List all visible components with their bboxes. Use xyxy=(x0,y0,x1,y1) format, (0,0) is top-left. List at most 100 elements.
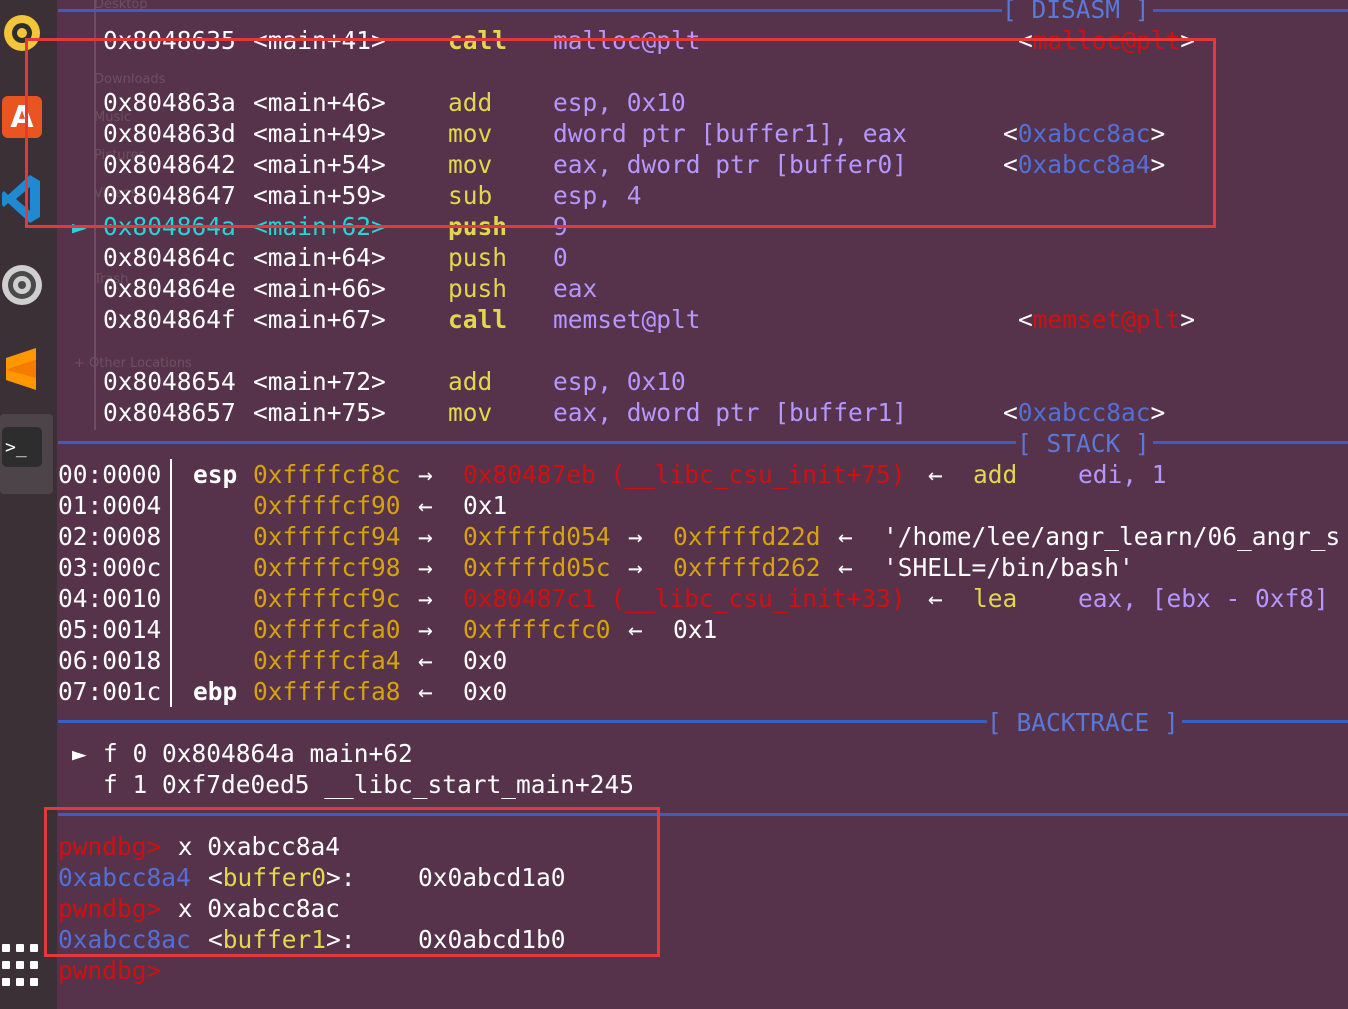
instruction-operands: esp, 4 xyxy=(553,181,642,210)
stack-arrow: → xyxy=(418,522,433,551)
stack-separator-left xyxy=(58,441,1016,444)
console-separator xyxy=(58,813,1348,816)
instruction-address: 0x804863a xyxy=(103,88,236,117)
console-command: x 0xabcc8a4 xyxy=(163,832,341,861)
console-line: pwndbg> xyxy=(58,955,1348,986)
stack-offset: 00:0000 xyxy=(58,460,162,489)
pwndbg-prompt: pwndbg> xyxy=(58,832,162,861)
instruction-mnemonic: add xyxy=(448,88,493,117)
console-line: 0xabcc8a4<buffer0>:0x0abcd1a0 xyxy=(58,862,1348,893)
stack-string: '/home/lee/angr_learn/06_angr_s xyxy=(883,522,1341,551)
stack-divider xyxy=(170,521,172,552)
stack-divider xyxy=(170,645,172,676)
stack-divider xyxy=(170,583,172,614)
stack-offset: 04:0010 xyxy=(58,584,162,613)
stack-arrow: ← xyxy=(838,553,853,582)
stack-arrow: ← xyxy=(418,677,433,706)
disasm-highlight-box xyxy=(25,38,1216,228)
ghost-music: Music xyxy=(94,110,131,125)
backtrace-frame-text: f 1 0xf7de0ed5 __libc_start_main+245 xyxy=(103,770,635,799)
stack-value: 0xffffd054 xyxy=(463,522,611,551)
stack-arrow: ← xyxy=(928,460,943,489)
instruction-reference-value: memset@plt xyxy=(1032,305,1181,334)
console-line: 0xabcc8ac<buffer1>:0x0abcd1b0 xyxy=(58,924,1348,955)
instruction-operands: 0 xyxy=(553,243,568,272)
console-line: pwndbg> x 0xabcc8a4 xyxy=(58,831,1348,862)
stack-arrow: ← xyxy=(928,584,943,613)
stack-string: 'SHELL=/bin/bash' xyxy=(883,553,1134,582)
memory-symbol-name: buffer1 xyxy=(222,925,327,954)
stack-value: 0xffffd05c xyxy=(463,553,611,582)
ghost-other-locations: + Other Locations xyxy=(74,356,192,371)
instruction-address: 0x8048657 xyxy=(103,398,236,427)
backtrace-current-marker: ► xyxy=(72,739,87,768)
console-highlight-box xyxy=(44,807,660,957)
instruction-address: 0x8048642 xyxy=(103,150,236,179)
stack-arrow: → xyxy=(418,584,433,613)
sublime-text-icon[interactable] xyxy=(0,340,44,398)
instruction-operands: esp, 0x10 xyxy=(553,88,686,117)
stack-address: 0xffffcfa4 xyxy=(253,646,401,675)
stack-separator-right xyxy=(1153,441,1348,444)
instruction-symbol: <main+64> xyxy=(253,243,386,272)
memory-symbol: <buffer1>: xyxy=(208,925,356,954)
ghost-trash: Trash xyxy=(94,272,129,287)
instruction-reference: <0xabcc8ac> xyxy=(1003,398,1166,427)
backtrace-separator-right xyxy=(1182,720,1348,723)
instruction-address: 0x8048647 xyxy=(103,181,236,210)
background-sidebar-ghost: Desktop Downloads Music Pictures Videos … xyxy=(58,0,244,430)
stack-title: STACK xyxy=(1046,429,1121,458)
backtrace-separator-left xyxy=(58,720,987,723)
stack-arrow: ← xyxy=(418,491,433,520)
pwndbg-prompt: pwndbg> xyxy=(58,894,162,923)
stack-value: 0xffffcfc0 xyxy=(463,615,611,644)
stack-address: 0xffffcf8c xyxy=(253,460,401,489)
stack-address: 0xffffcf90 xyxy=(253,491,401,520)
instruction-mnemonic: mov xyxy=(448,119,493,148)
instruction-address: 0x804864f xyxy=(103,305,236,334)
stack-value: 0x1 xyxy=(673,615,718,644)
stack-address: 0xffffcf94 xyxy=(253,522,401,551)
terminal-icon[interactable]: >_ xyxy=(0,424,44,470)
settings-icon[interactable] xyxy=(0,256,44,314)
stack-arrow: ← xyxy=(838,522,853,551)
app-grid-icon[interactable] xyxy=(2,944,38,988)
terminal-cursor: _ xyxy=(15,436,27,458)
stack-value: 0x1 xyxy=(463,491,508,520)
stack-address: 0xffffcfa8 xyxy=(253,677,401,706)
backtrace-frame: f 1 0xf7de0ed5 __libc_start_main+245 xyxy=(58,769,1348,800)
ghost-pictures: Pictures xyxy=(94,148,146,163)
backtrace-frame: ►f 0 0x804864a main+62 xyxy=(58,738,1348,769)
stack-header: [ STACK ] xyxy=(1017,429,1150,458)
instruction-mnemonic: call xyxy=(448,305,508,334)
instruction-mnemonic: mov xyxy=(448,150,493,179)
disasm-title: DISASM xyxy=(1031,0,1121,24)
instruction-symbol: <main+67> xyxy=(253,305,386,334)
stack-register: esp xyxy=(193,460,238,489)
instruction-mnemonic: push xyxy=(448,243,508,272)
instruction-operands: memset@plt xyxy=(553,305,701,334)
ghost-videos: Videos xyxy=(94,186,138,201)
stack-arrow: ← xyxy=(628,615,643,644)
memory-value: 0x0abcd1a0 xyxy=(418,863,566,892)
stack-instruction: add xyxy=(973,460,1018,489)
instruction-operands: dword ptr [buffer1], eax xyxy=(553,119,908,148)
stack-register: ebp xyxy=(193,677,238,706)
memory-symbol-name: buffer0 xyxy=(222,863,327,892)
stack-value: 0xffffd262 xyxy=(673,553,821,582)
instruction-symbol: <main+49> xyxy=(253,119,386,148)
instruction-operands: esp, 0x10 xyxy=(553,367,686,396)
terminal-icon-glyph: >_ xyxy=(2,427,42,467)
stack-divider xyxy=(170,614,172,645)
instruction-operands: eax, dword ptr [buffer1] xyxy=(553,398,908,427)
